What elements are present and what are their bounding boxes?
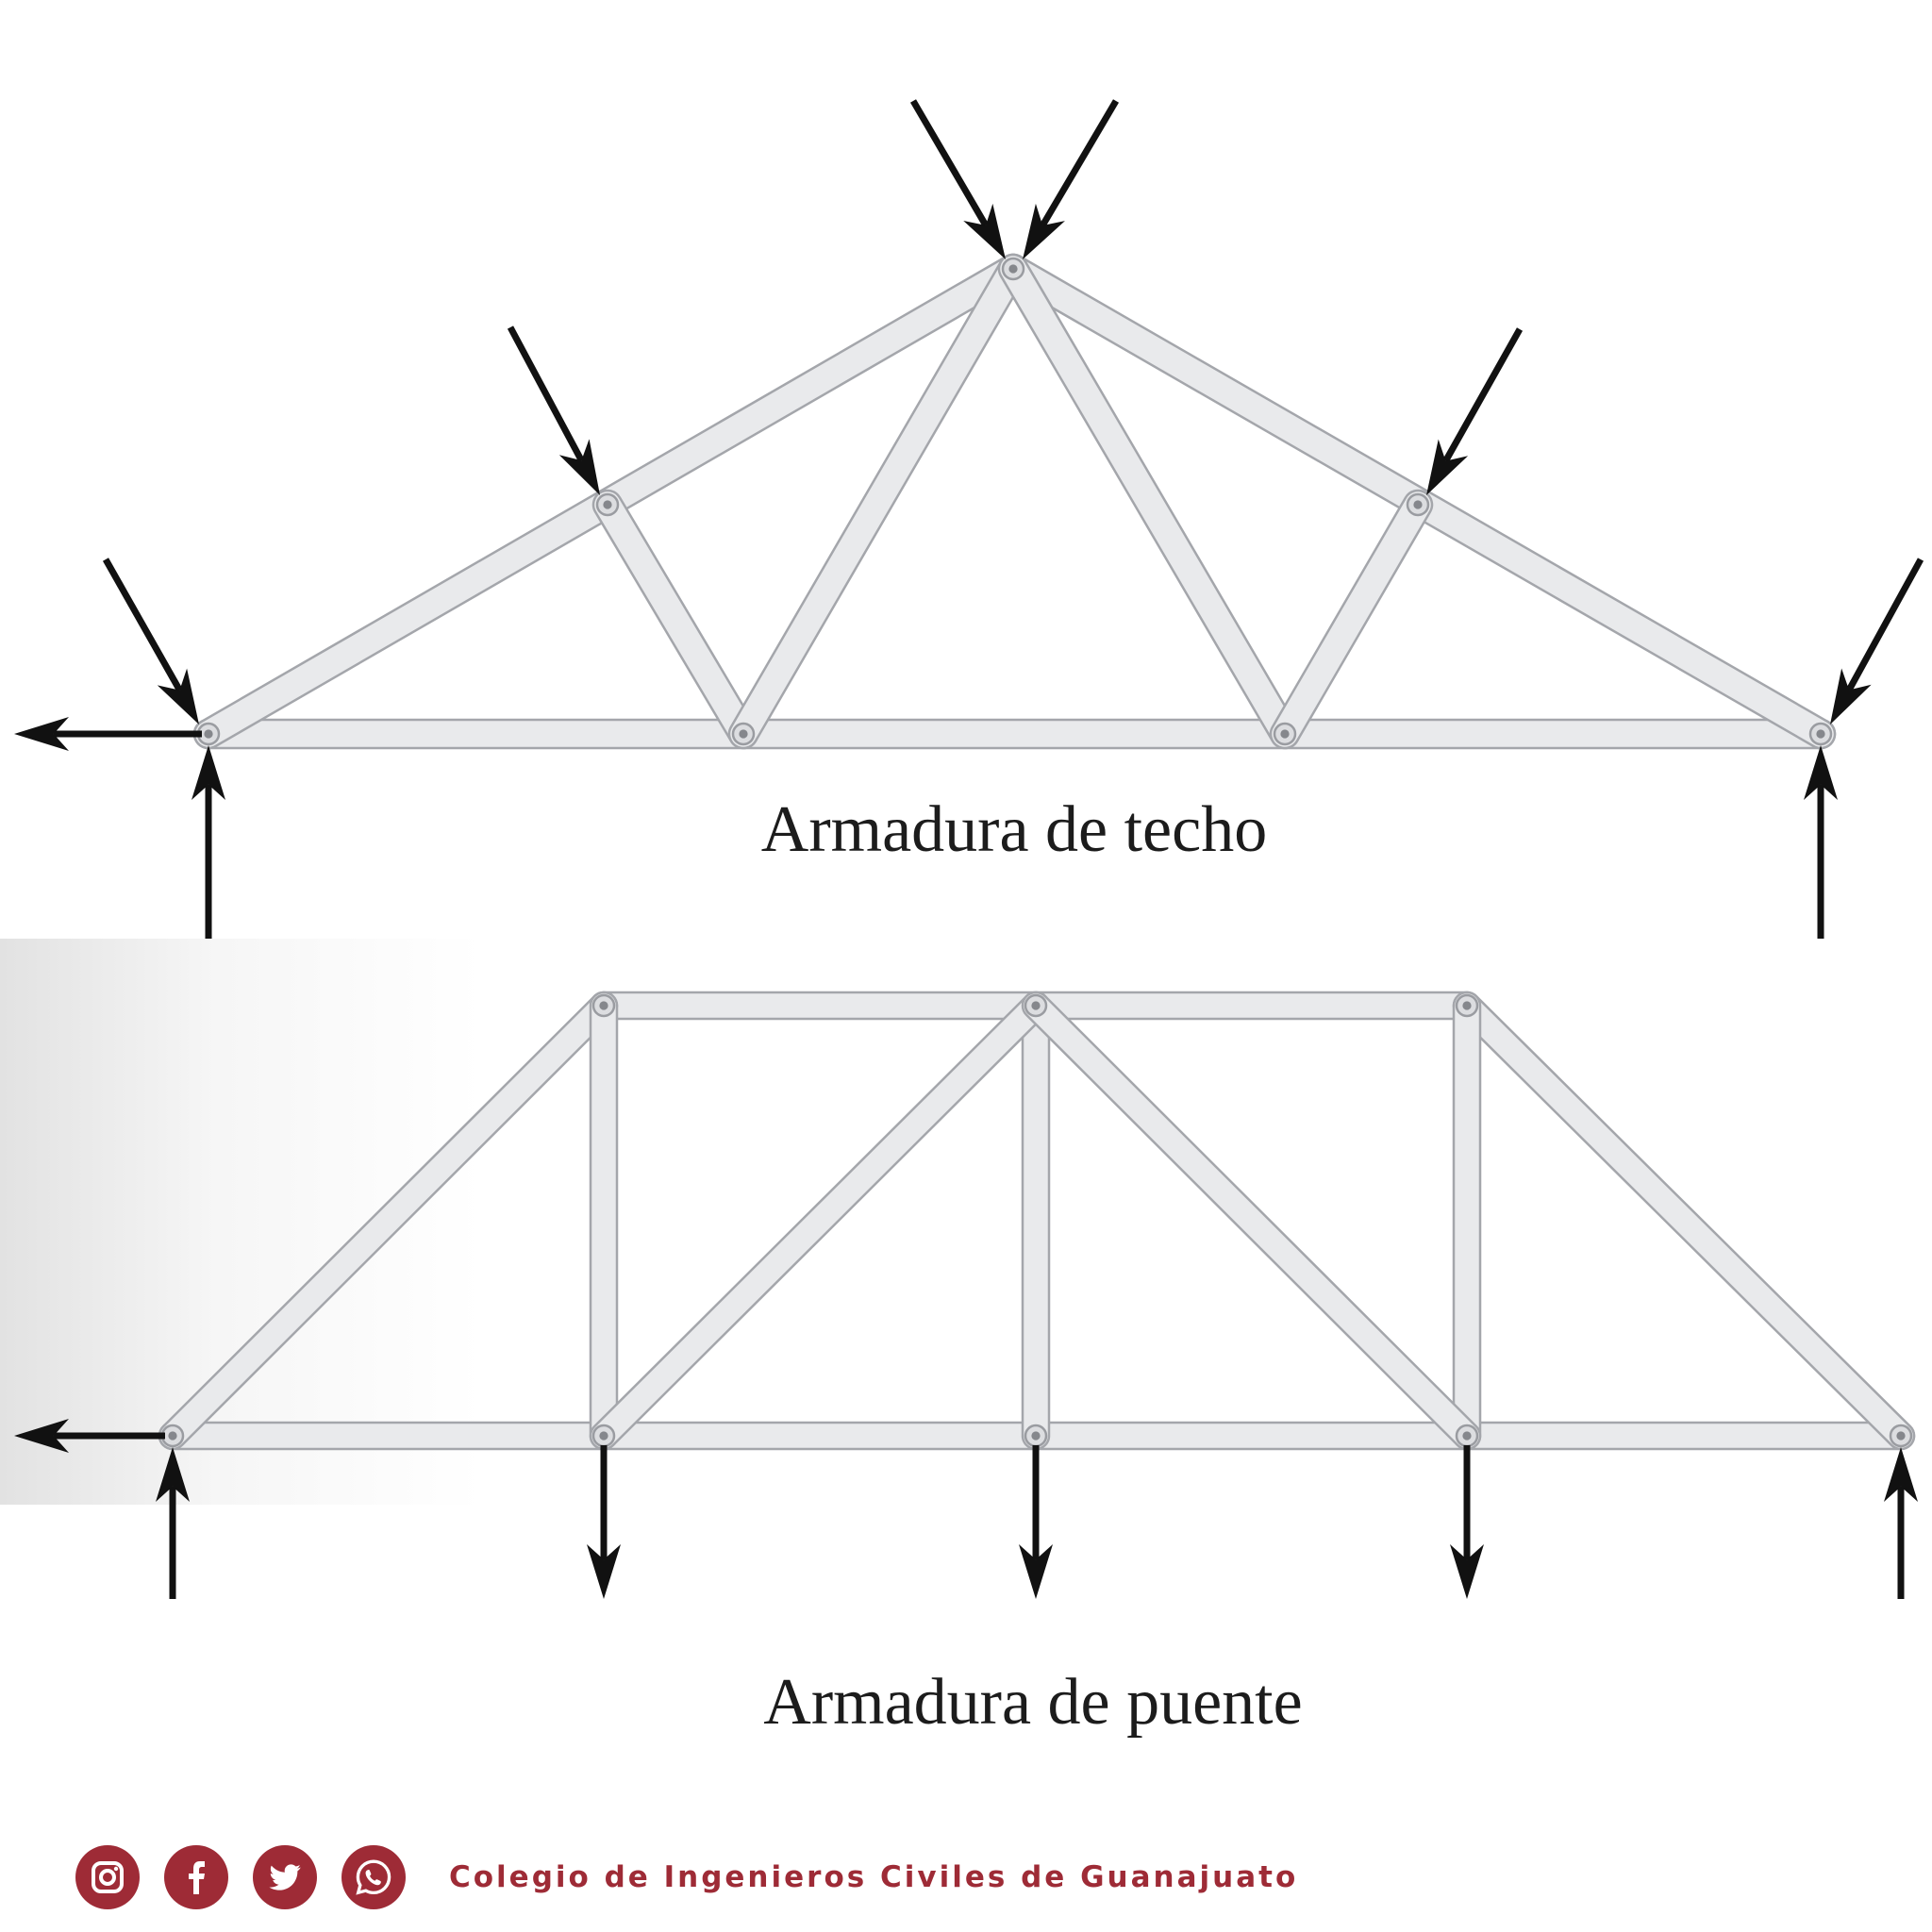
arrow-shaft: [1040, 99, 1120, 227]
instagram-icon: [92, 1861, 124, 1893]
truss-member: [192, 718, 1837, 750]
arrow-head: [14, 1419, 69, 1453]
arrow-head: [157, 668, 199, 724]
force-arrows: [14, 99, 1924, 1599]
whatsapp-button[interactable]: [341, 1845, 406, 1909]
truss-member: [1452, 991, 1482, 1451]
truss-member: [589, 991, 619, 1451]
force-arrow: [1884, 1447, 1918, 1599]
twitter-icon: [269, 1864, 301, 1890]
arrow-shaft: [1846, 558, 1924, 692]
bridge-truss: [158, 991, 1916, 1451]
arrow-shaft: [102, 558, 183, 692]
truss-member: [997, 253, 1301, 750]
pin-center: [599, 1001, 608, 1010]
arrow-head: [587, 1544, 621, 1599]
pin-center: [599, 1431, 608, 1441]
bridge-truss-caption: Armadura de puente: [763, 1666, 1303, 1739]
arrow-head: [1884, 1447, 1918, 1502]
truss-member: [589, 991, 1051, 1451]
pin-center: [1816, 729, 1825, 739]
pin-center: [1008, 264, 1018, 274]
force-arrow: [1450, 1445, 1484, 1599]
arrow-head: [156, 1447, 190, 1502]
force-arrow: [192, 745, 225, 939]
force-arrow: [14, 1419, 165, 1453]
arrow-head: [1019, 1544, 1053, 1599]
force-arrow: [1426, 327, 1524, 495]
organization-name: Colegio de Ingenieros Civiles de Guanaju…: [449, 1860, 1299, 1894]
pin-center: [1462, 1001, 1472, 1010]
force-arrow: [507, 325, 600, 495]
pin-center: [1031, 1431, 1041, 1441]
force-arrow: [102, 558, 199, 724]
arrow-shaft: [507, 325, 585, 462]
pin-center: [1462, 1431, 1472, 1441]
arrow-head: [192, 745, 225, 800]
footer: Colegio de Ingenieros Civiles de Guanaju…: [75, 1840, 1298, 1915]
pin-center: [1413, 500, 1423, 509]
force-arrow: [1804, 745, 1838, 939]
arrow-head: [1830, 668, 1872, 724]
arrow-head: [963, 203, 1006, 259]
arrow-head: [1426, 439, 1469, 495]
pin-center: [204, 729, 213, 739]
truss-member: [591, 489, 759, 750]
truss-member: [1021, 991, 1051, 1451]
roof-truss-caption: Armadura de techo: [760, 793, 1268, 866]
arrow-head: [14, 717, 69, 751]
facebook-button[interactable]: [164, 1845, 228, 1909]
force-arrow: [1830, 558, 1924, 724]
truss-member: [1452, 991, 1916, 1451]
force-arrow: [14, 717, 202, 751]
pin-center: [168, 1431, 177, 1441]
pin-center: [1280, 729, 1290, 739]
roof-truss: [192, 253, 1837, 750]
whatsapp-icon: [356, 1859, 391, 1895]
force-arrow: [1019, 1445, 1053, 1599]
pin-center: [603, 500, 612, 509]
pin-center: [1896, 1431, 1906, 1441]
pin-center: [1031, 1001, 1041, 1010]
truss-member: [158, 991, 619, 1451]
force-arrow: [587, 1445, 621, 1599]
arrow-shaft: [1442, 327, 1524, 463]
arrow-shaft: [909, 99, 989, 227]
arrow-head: [1804, 745, 1838, 800]
truss-member: [1021, 991, 1482, 1451]
facebook-icon: [189, 1861, 205, 1894]
pin-center: [739, 729, 748, 739]
truss-member: [1269, 489, 1434, 750]
twitter-button[interactable]: [253, 1845, 317, 1909]
force-arrow: [156, 1447, 190, 1599]
arrow-head: [1023, 203, 1065, 259]
instagram-button[interactable]: [75, 1845, 140, 1909]
force-arrow: [1023, 99, 1120, 259]
truss-member: [727, 253, 1029, 750]
arrow-head: [558, 439, 600, 495]
force-arrow: [909, 99, 1006, 259]
arrow-head: [1450, 1544, 1484, 1599]
